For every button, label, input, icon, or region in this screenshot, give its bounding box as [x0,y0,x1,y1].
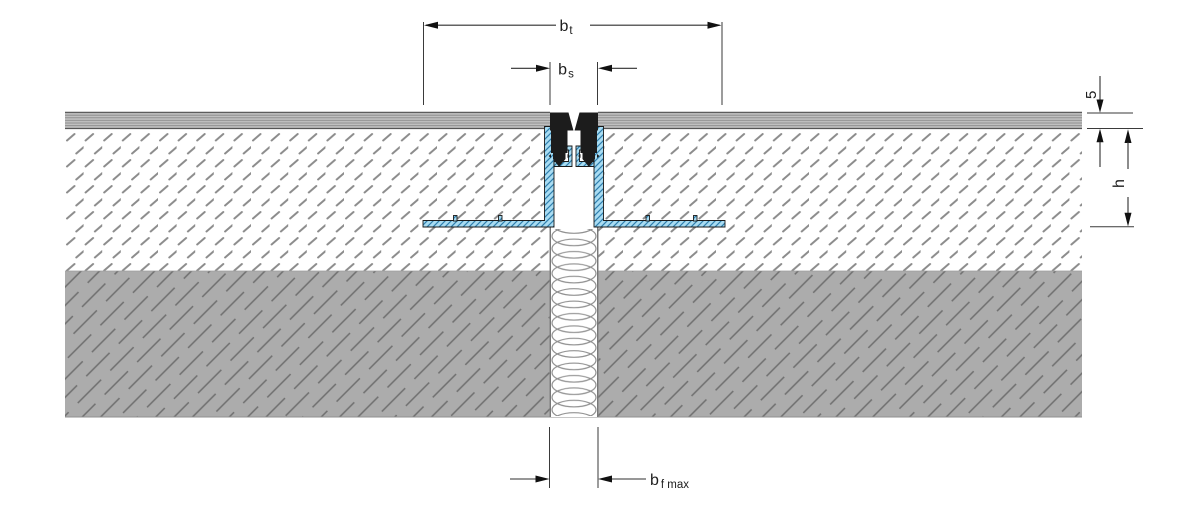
insert-right-barb [582,159,595,167]
insert-left-barb [553,159,566,167]
insulation-filler [551,229,597,416]
dimension-bt: bt [423,18,723,105]
dimension-label-h: h [1111,179,1128,188]
profile-anchor-tick [645,215,650,222]
profile-anchor-tick [453,215,458,222]
insert-right-leg [580,126,597,153]
insert-v-notch [568,112,580,133]
rubber-insert [548,112,600,167]
dimension-label-bt: bt [559,18,573,37]
insert-left-leg [551,126,568,153]
profile-anchor-tick [693,215,698,222]
dimension-label-bs: bs [558,62,574,81]
profile-anchor-tick [498,215,503,222]
dimension-5: 5 [1083,76,1143,167]
dimension-h: h [1090,129,1134,228]
dimension-bs: bs [511,62,637,105]
dimension-label-5: 5 [1083,91,1100,99]
